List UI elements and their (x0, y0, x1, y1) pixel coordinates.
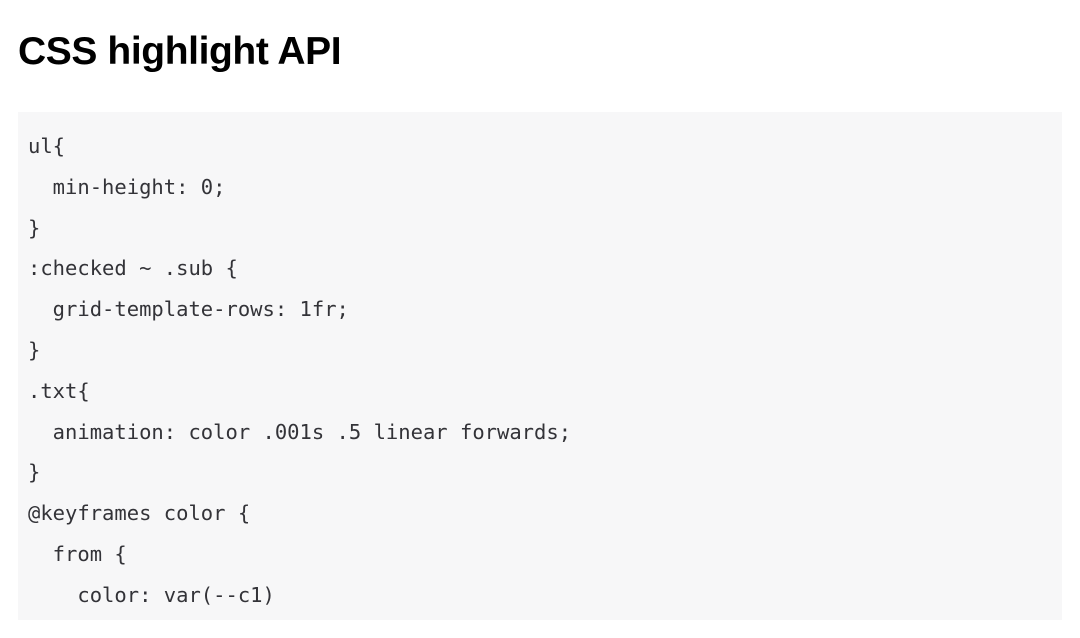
code-line: :checked ~ .sub { (28, 256, 238, 281)
code-line: } (28, 460, 41, 485)
code-line: ul{ (28, 134, 66, 158)
code-line: animation: color .001s .5 linear forward… (28, 419, 572, 444)
page-title: CSS highlight API (18, 30, 342, 73)
code-line: from { (28, 541, 127, 566)
code-line: color: var(--c1) (28, 582, 275, 607)
code-line: min-height: 0; (28, 174, 226, 199)
code-line: } (28, 215, 41, 240)
code-line: } (28, 616, 1052, 620)
code-content: ul{ min-height: 0;} :checked ~ .sub { gri… (28, 126, 1052, 620)
code-lines-container: ul{ min-height: 0;} :checked ~ .sub { gri… (18, 126, 1062, 620)
code-line: .txt{ (28, 378, 90, 403)
code-line: @keyframes color { (28, 501, 251, 526)
code-line: grid-template-rows: 1fr; (28, 297, 349, 322)
code-block: ul{ min-height: 0;} :checked ~ .sub { gri… (18, 112, 1062, 620)
code-line: } (28, 337, 41, 362)
